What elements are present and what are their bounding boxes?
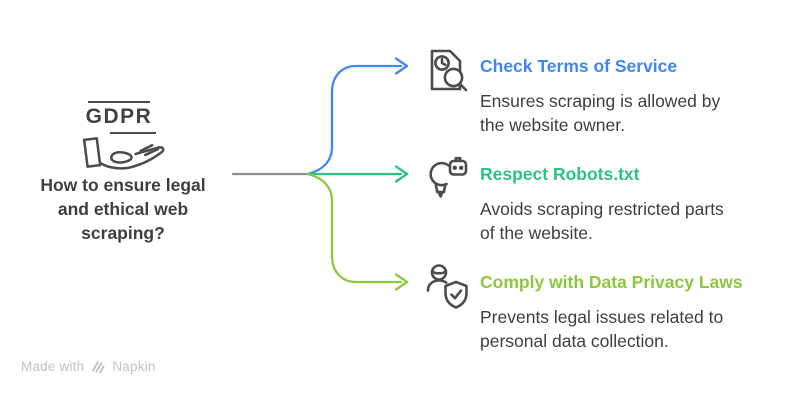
- napkin-logo-icon: [91, 359, 105, 374]
- credit-prefix: Made with: [21, 359, 85, 374]
- gdpr-top-rule: [88, 101, 150, 103]
- connector-lime: [306, 172, 409, 291]
- gdpr-label: GDPR: [85, 105, 153, 128]
- branch-title: Respect Robots.txt: [480, 164, 640, 184]
- question-line: scraping?: [81, 223, 165, 243]
- terms-document-search-icon: [430, 49, 468, 92]
- credit-brand: Napkin: [112, 359, 156, 374]
- branch-description: Ensures scraping is allowed by the websi…: [480, 91, 721, 135]
- connector-blue: [306, 57, 409, 176]
- branch-check-terms: Check Terms of Service Ensures scraping …: [416, 42, 798, 146]
- offering-hand-icon: [82, 137, 165, 170]
- question-line: How to ensure legal: [40, 175, 206, 195]
- question-line: and ethical web: [57, 199, 189, 219]
- robot-lightbulb-icon: [429, 156, 468, 198]
- root-question: How to ensure legal and ethical web scra…: [16, 173, 230, 245]
- branch-description: Avoids scraping restricted parts of the …: [480, 199, 724, 243]
- gdpr-bottom-rule: [110, 132, 156, 134]
- branch-respect-robots: Respect Robots.txt Avoids scraping restr…: [416, 150, 798, 254]
- branch-title: Comply with Data Privacy Laws: [480, 272, 743, 292]
- gdpr-hand-icon: GDPR: [80, 95, 172, 171]
- branch-data-privacy: Comply with Data Privacy Laws Prevents l…: [416, 258, 798, 362]
- branch-description: Prevents legal issues related to persona…: [480, 307, 724, 351]
- branch-connectors: [231, 57, 409, 291]
- connector-green: [306, 165, 409, 183]
- person-shield-check-icon: [426, 264, 468, 309]
- branch-title: Check Terms of Service: [480, 56, 678, 76]
- made-with-napkin-credit: Made with Napkin: [21, 359, 156, 374]
